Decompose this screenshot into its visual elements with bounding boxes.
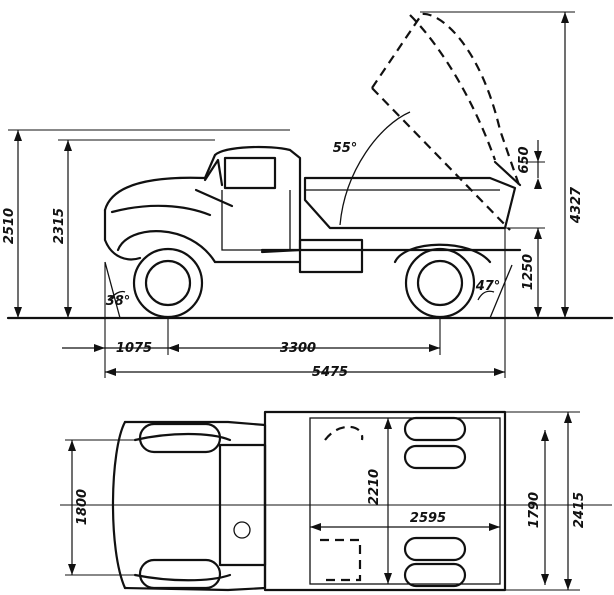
- label-2210: 2210: [367, 469, 382, 505]
- fuel-tank: [298, 238, 364, 274]
- front-fender-right: [138, 558, 222, 590]
- departure-angle-arc: [477, 290, 495, 301]
- rear-wheel-4: [403, 562, 467, 588]
- front-fender-left: [138, 422, 222, 454]
- rear-wheel-3: [403, 536, 467, 562]
- label-tipping-angle: 55°: [333, 141, 358, 156]
- label-1800: 1800: [75, 489, 90, 525]
- front-grille: [103, 208, 142, 261]
- label-650: 650: [517, 146, 532, 173]
- dump-body-top: [263, 410, 507, 592]
- hood-front: [133, 432, 232, 442]
- label-4327: 4327: [569, 186, 584, 224]
- cab-door: [221, 190, 291, 251]
- tipping-angle-arc: [339, 111, 411, 226]
- dump-body: [303, 176, 517, 230]
- body-hidden-1: [324, 425, 364, 441]
- label-approach-angle: 38°: [106, 294, 131, 309]
- label-1790: 1790: [527, 492, 542, 528]
- label-5475: 5475: [312, 365, 348, 380]
- front-wheel-rim: [144, 259, 192, 307]
- hood-rear: [133, 573, 232, 582]
- rear-wheel-1: [403, 416, 467, 442]
- raised-body-outline: [371, 12, 522, 189]
- rear-wheel: [404, 247, 476, 319]
- rear-wheel-2: [403, 444, 467, 470]
- label-1250: 1250: [521, 254, 536, 290]
- label-1075: 1075: [116, 341, 152, 356]
- arrow-1250: [534, 228, 542, 318]
- rear-wheel-rim: [416, 259, 464, 307]
- label-2510: 2510: [2, 208, 17, 244]
- front-fender: [116, 230, 217, 264]
- side-view: [6, 11, 614, 378]
- cab-window: [223, 156, 277, 190]
- body-inner: [309, 417, 501, 585]
- raised-body-side: [409, 14, 497, 161]
- front-bumper: [111, 420, 127, 590]
- body-hidden-2: [320, 538, 362, 582]
- door-handle: [194, 188, 234, 208]
- approach-angle-line: [104, 261, 121, 319]
- label-2315: 2315: [52, 208, 67, 244]
- top-view: [60, 410, 612, 592]
- approach-angle-arc: [107, 290, 126, 301]
- front-wheel: [132, 247, 204, 319]
- cab-outline: [103, 145, 302, 254]
- tailgate-hinge: [493, 160, 522, 187]
- departure-angle-line: [489, 264, 513, 319]
- arrow-650: [534, 151, 542, 189]
- windshield: [203, 158, 224, 187]
- label-3300: 3300: [280, 341, 316, 356]
- raised-body-floor: [371, 87, 511, 231]
- label-2595: 2595: [410, 511, 446, 526]
- label-2415: 2415: [572, 492, 587, 528]
- hood-line: [110, 204, 212, 217]
- label-departure-angle: 47°: [475, 279, 501, 294]
- rear-fender: [393, 243, 492, 264]
- steering-wheel: [233, 521, 251, 539]
